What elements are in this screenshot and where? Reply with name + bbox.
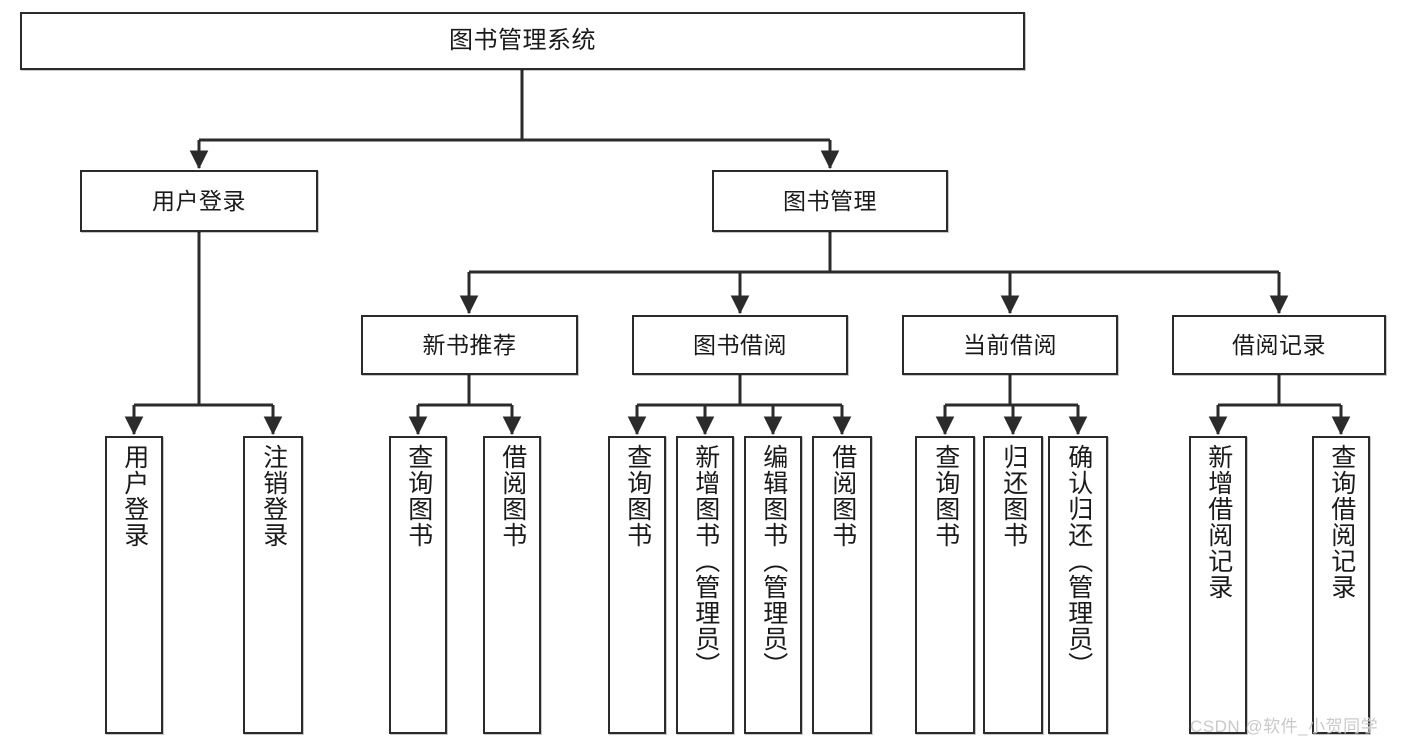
node-borrow-records-label: 借阅记录 (1232, 331, 1326, 358)
leaf-add-book-admin[interactable]: 新增图书（管理员） (676, 436, 734, 734)
leaf-newbook-query-books[interactable]: 查询图书 (389, 436, 447, 734)
leaf-add-book-admin-label: 新增图书（管理员） (691, 444, 720, 678)
node-new-book-recommend[interactable]: 新书推荐 (361, 315, 578, 375)
leaf-logout[interactable]: 注销登录 (243, 436, 303, 734)
leaf-borrow-query-books[interactable]: 查询图书 (608, 436, 666, 734)
node-book-borrow-label: 图书借阅 (693, 331, 787, 358)
node-book-management[interactable]: 图书管理 (712, 170, 948, 232)
node-user-login[interactable]: 用户登录 (80, 170, 318, 232)
leaf-confirm-return-admin-label: 确认归还（管理员） (1064, 444, 1093, 678)
leaf-return-books-label: 归还图书 (999, 444, 1028, 548)
leaf-newbook-borrow-books-label: 借阅图书 (498, 444, 527, 548)
node-current-borrow-label: 当前借阅 (963, 331, 1057, 358)
leaf-newbook-query-books-label: 查询图书 (404, 444, 433, 548)
node-current-borrow[interactable]: 当前借阅 (902, 315, 1118, 375)
leaf-add-borrow-record[interactable]: 新增借阅记录 (1189, 436, 1247, 734)
node-new-book-recommend-label: 新书推荐 (422, 331, 517, 358)
leaf-current-query-books-label: 查询图书 (931, 444, 960, 548)
node-root-label: 图书管理系统 (449, 27, 596, 55)
node-user-login-label: 用户登录 (152, 187, 246, 214)
leaf-edit-book-admin[interactable]: 编辑图书（管理员） (744, 436, 802, 734)
leaf-logout-label: 注销登录 (259, 444, 288, 548)
leaf-newbook-borrow-books[interactable]: 借阅图书 (483, 436, 541, 734)
leaf-borrow-query-books-label: 查询图书 (623, 444, 652, 548)
watermark: CSDN @软件_小贺同学 (1190, 717, 1379, 736)
node-book-management-label: 图书管理 (783, 187, 877, 214)
leaf-add-borrow-record-label: 新增借阅记录 (1204, 444, 1233, 600)
leaf-current-query-books[interactable]: 查询图书 (915, 436, 975, 734)
node-root[interactable]: 图书管理系统 (20, 12, 1025, 70)
leaf-edit-book-admin-label: 编辑图书（管理员） (759, 444, 788, 678)
leaf-borrow-books-label: 借阅图书 (828, 444, 857, 548)
leaf-user-login[interactable]: 用户登录 (105, 436, 163, 734)
leaf-user-login-label: 用户登录 (120, 444, 149, 548)
leaf-return-books[interactable]: 归还图书 (983, 436, 1043, 734)
node-borrow-records[interactable]: 借阅记录 (1172, 315, 1386, 375)
node-book-borrow[interactable]: 图书借阅 (632, 315, 848, 375)
leaf-query-borrow-record[interactable]: 查询借阅记录 (1312, 436, 1370, 734)
leaf-query-borrow-record-label: 查询借阅记录 (1327, 444, 1356, 600)
leaf-confirm-return-admin[interactable]: 确认归还（管理员） (1048, 436, 1108, 734)
leaf-borrow-books[interactable]: 借阅图书 (812, 436, 872, 734)
